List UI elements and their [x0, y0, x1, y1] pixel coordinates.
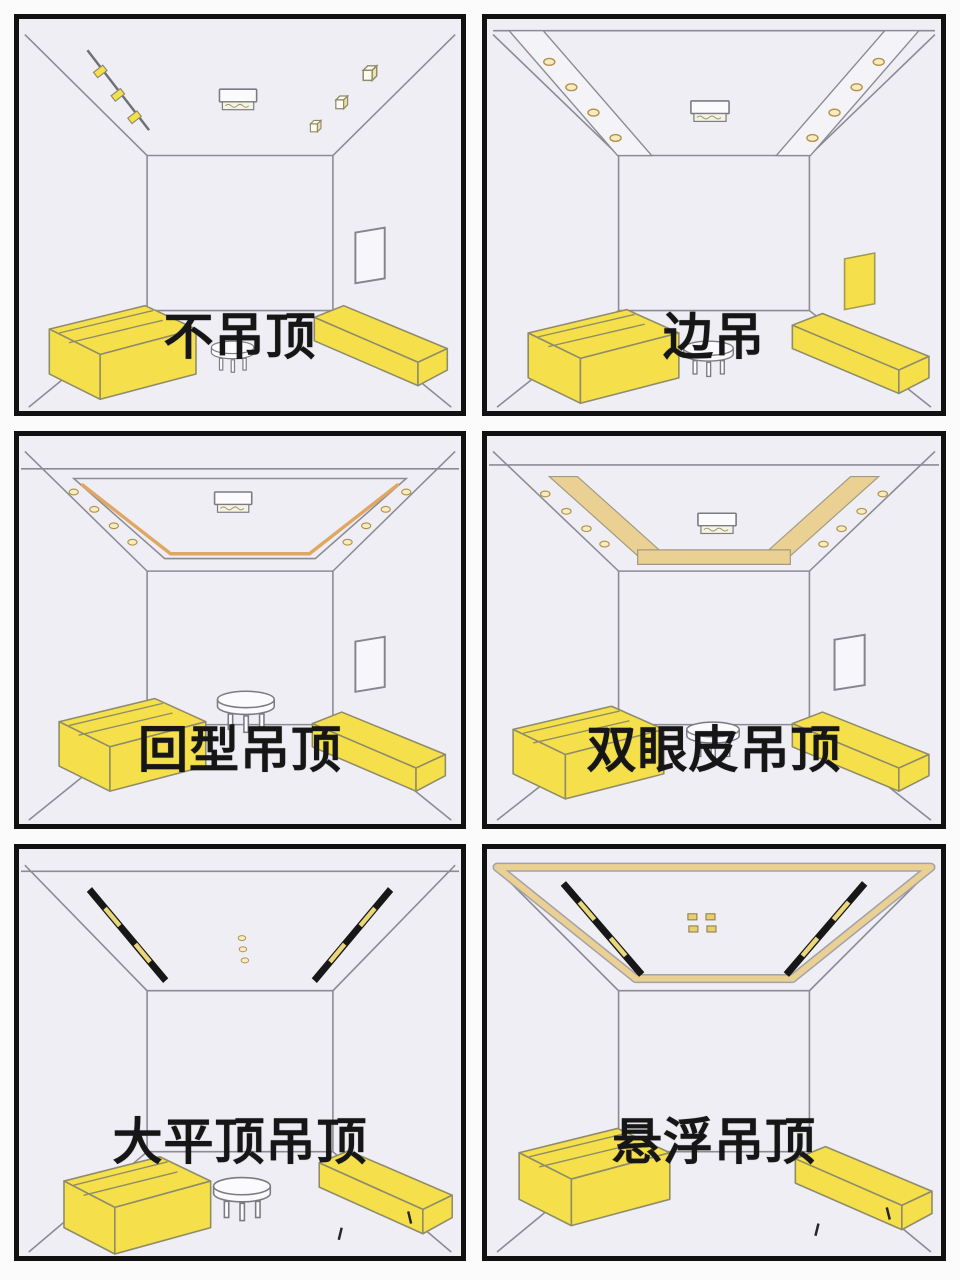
room-illustration: [20, 864, 460, 1255]
track-light-icon: [86, 49, 151, 131]
wall-tv: [843, 252, 876, 311]
wall-frame: [833, 633, 866, 691]
room-illustration: [24, 33, 456, 408]
edge-ceiling-band-left: [507, 30, 654, 157]
double-eyelid-bands: [547, 475, 881, 565]
wall-frame: [354, 226, 386, 285]
ceiling-type-label: 大平顶吊顶: [112, 1112, 368, 1171]
flush-ceiling-lamp-icon: [213, 491, 253, 514]
tv-cabinet-legs: [814, 1207, 891, 1237]
tv-cabinet: [313, 304, 449, 387]
recessed-downlights: [687, 913, 717, 933]
flush-ceiling-lamp-icon: [690, 100, 730, 123]
ceiling-type-label: 回型吊顶: [138, 721, 342, 780]
edge-ceiling-band-right: [774, 30, 921, 157]
panel-double-eyelid-suspended-ceiling: 双眼皮吊顶: [482, 431, 946, 829]
sofa: [527, 308, 680, 405]
spot-cube-light-icon: [309, 119, 322, 133]
ceiling-type-label: 不吊顶: [163, 307, 317, 366]
led-strip-icon: [80, 482, 400, 556]
band-downlights-left: [68, 488, 138, 546]
band-downlights-right: [342, 488, 412, 546]
spot-cube-light-icon: [362, 65, 378, 82]
panel-floating-suspended-ceiling: 悬浮吊顶: [482, 844, 946, 1261]
room-illustration: [20, 450, 460, 821]
led-band-front: [637, 549, 791, 565]
room-illustration: [489, 450, 939, 821]
perimeter-light-band: [492, 862, 936, 984]
ceiling-type-label: 双眼皮吊顶: [586, 721, 842, 780]
panel-ring-suspended-ceiling: 回型吊顶: [14, 431, 466, 829]
flush-ceiling-lamp-icon: [218, 88, 258, 111]
magnetic-track-light-icon: [89, 889, 165, 980]
panel-edge-suspended-ceiling: 边吊: [482, 14, 946, 416]
ring-ceiling-border: [71, 477, 409, 560]
room-illustration: [492, 29, 936, 408]
panel-no-suspended-ceiling: 不吊顶: [14, 14, 466, 416]
panel-flat-suspended-ceiling: 大平顶吊顶: [14, 844, 466, 1261]
coffee-table: [212, 1176, 272, 1222]
ceiling-type-label: 悬浮吊顶: [612, 1112, 816, 1171]
magnetic-track-light-icon: [314, 889, 390, 980]
ceiling-type-label: 边吊: [663, 307, 765, 366]
recessed-downlights: [237, 935, 250, 964]
spot-cube-light-icon: [335, 95, 349, 110]
tv-cabinet-legs: [337, 1211, 413, 1241]
tv-cabinet: [791, 312, 930, 395]
flush-ceiling-lamp-icon: [697, 512, 737, 535]
wall-frame: [354, 635, 386, 693]
room-illustration: [492, 862, 936, 1253]
